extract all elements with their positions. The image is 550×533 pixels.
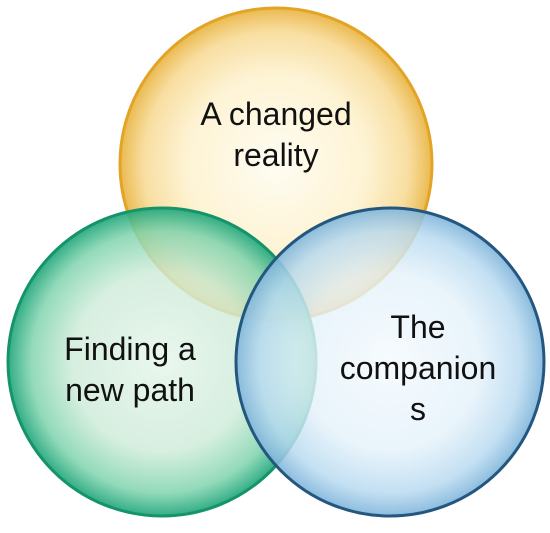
label-right-line-3: s — [410, 391, 426, 427]
circle-right — [234, 206, 546, 518]
label-left-line-1: Finding a — [64, 331, 196, 367]
label-left-line-2: new path — [65, 372, 195, 408]
circle-right-group — [234, 206, 546, 518]
label-right-line-1: The — [390, 309, 445, 345]
label-right-line-2: companion — [340, 350, 497, 386]
label-top-line-1: A changed — [200, 96, 351, 132]
label-top-line-2: reality — [233, 137, 318, 173]
